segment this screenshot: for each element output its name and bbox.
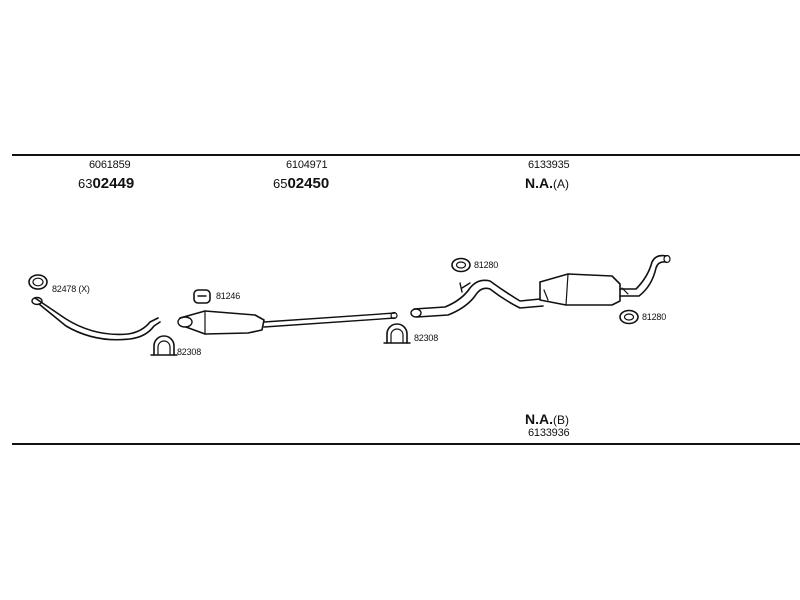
middle-silencer-code-main: 02450	[287, 175, 330, 192]
front-pipe-clamp-label: 82478 (X)	[52, 284, 90, 294]
middle-silencer-hanger-label: 81246	[216, 291, 241, 301]
rear-hanger-left-label: 81280	[474, 260, 499, 270]
rear-hanger-right-label: 81280	[642, 312, 667, 322]
rear-silencer-a-ref: 6133935	[528, 159, 570, 171]
front-pipe-ref: 6061859	[89, 159, 131, 171]
front-pipe	[31, 296, 161, 341]
middle-silencer-code: 6502450	[273, 176, 329, 191]
top-rule	[12, 154, 800, 156]
rear-silencer-a-na-label: N.A.	[525, 175, 553, 191]
rear-silencer-b-na-label: N.A.	[525, 411, 553, 427]
front-pipe-code-prefix: 63	[78, 176, 93, 191]
rear-silencer-b-na-suffix: (B)	[553, 413, 569, 427]
rear-silencer-a-na: N.A.(A)	[525, 176, 569, 190]
middle-silencer-clip-label: 82308	[414, 333, 439, 343]
u-clamp-icon	[150, 335, 178, 356]
o-ring-icon	[619, 309, 639, 325]
front-pipe-code-main: 02449	[92, 175, 135, 192]
o-ring-icon	[451, 257, 471, 273]
rear-silencer	[410, 254, 671, 318]
u-clamp-icon	[383, 323, 411, 344]
middle-silencer-ref: 6104971	[286, 159, 328, 171]
rear-silencer-b-ref: 6133936	[528, 427, 570, 439]
front-pipe-code: 6302449	[78, 176, 134, 191]
rear-silencer-a-na-suffix: (A)	[553, 177, 569, 191]
front-pipe-clip-label: 82308	[177, 347, 202, 357]
rear-silencer-b-na: N.A.(B)	[525, 412, 569, 426]
exhaust-hanger-icon	[193, 289, 211, 304]
middle-silencer	[177, 310, 398, 335]
rubber-ring-icon	[28, 274, 48, 290]
bottom-rule	[12, 443, 800, 445]
middle-silencer-code-prefix: 65	[273, 176, 288, 191]
